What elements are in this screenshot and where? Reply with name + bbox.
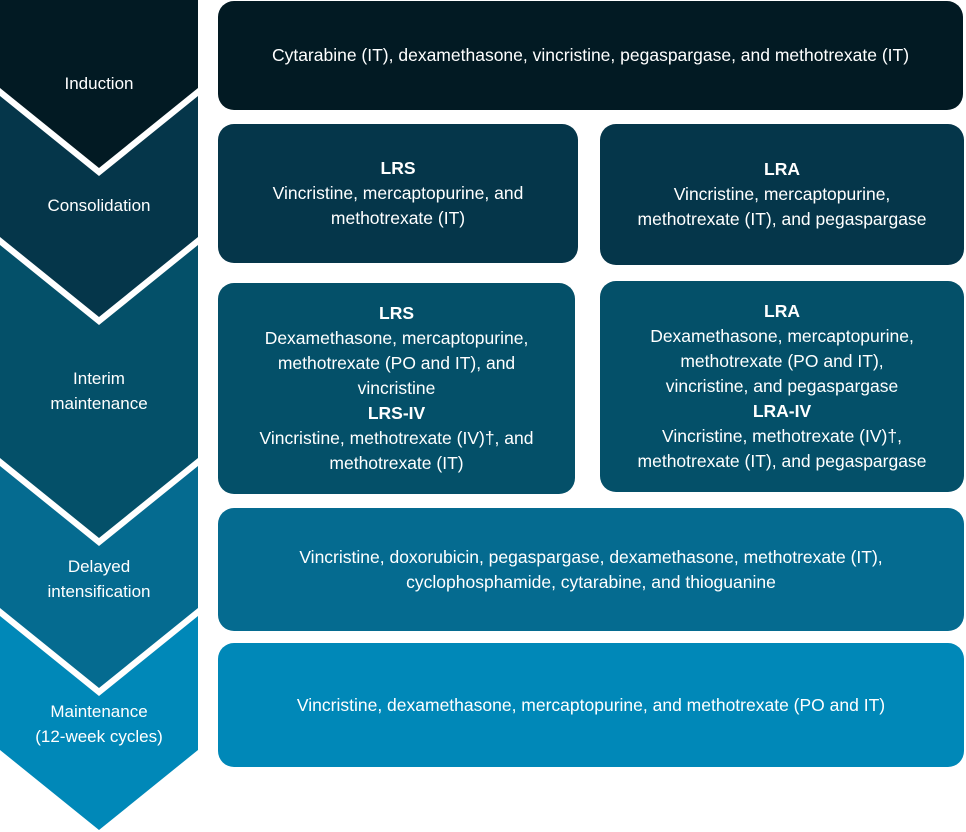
phase-label-maintenance: Maintenance (12-week cycles) (0, 699, 198, 749)
box-text: Dexamethasone, mercaptopurine, (650, 326, 914, 346)
box-text: Vincristine, methotrexate (IV)†, and (259, 428, 534, 448)
box-text: vincristine (357, 378, 436, 398)
chevron-maintenance (0, 616, 198, 830)
box-text: methotrexate (PO and IT), (680, 351, 884, 371)
box-text: Dexamethasone, mercaptopurine, (264, 328, 529, 348)
phase-label-consolidation: Consolidation (47, 196, 151, 215)
box-text: Cytarabine (IT), dexamethasone, vincrist… (271, 45, 910, 65)
phase-label-line: (12-week cycles) (35, 727, 163, 746)
box-title: LRA-IV (752, 401, 812, 421)
phase-label-line: maintenance (50, 394, 148, 413)
chevron-interim (0, 245, 198, 538)
box-title: LRS (380, 158, 416, 178)
phase-chevrons (0, 0, 198, 830)
interim-lra-box: LRA Dexamethasone, mercaptopurine, metho… (600, 281, 964, 492)
box-text: cyclophosphamide, cytarabine, and thiogu… (406, 571, 776, 592)
box-title: LRA (764, 301, 800, 321)
consolidation-lrs-box: LRS Vincristine, mercaptopurine, and met… (218, 124, 578, 263)
chevron-delayed (0, 466, 198, 688)
box-text: methotrexate (IT) (330, 208, 466, 228)
phase-label-delayed: Delayed intensification (0, 554, 198, 604)
box-text: Vincristine, doxorubicin, pegaspargase, … (299, 546, 883, 567)
box-text: Vincristine, mercaptopurine, (673, 184, 891, 204)
box-text: methotrexate (IT) (329, 453, 464, 473)
chevron-induction (0, 0, 198, 168)
box-title: LRS-IV (367, 403, 426, 423)
delayed-intensification-box: Vincristine, doxorubicin, pegaspargase, … (218, 508, 964, 631)
phase-label-line: intensification (47, 582, 151, 601)
phase-label-induction: Induction (64, 74, 134, 93)
box-text: Vincristine, methotrexate (IV)†, (662, 426, 902, 446)
box-text: methotrexate (IT), and pegaspargase (637, 209, 927, 229)
box-text: methotrexate (IT), and pegaspargase (637, 451, 927, 471)
box-title: LRS (379, 303, 414, 323)
box-text: Vincristine, mercaptopurine, and (272, 183, 524, 203)
interim-lrs-box: LRS Dexamethasone, mercaptopurine, metho… (218, 283, 575, 494)
box-text: methotrexate (PO and IT), and (277, 353, 516, 373)
phase-label-line: Maintenance (50, 702, 148, 721)
phase-label-line: Interim (73, 369, 125, 388)
maintenance-box: Vincristine, dexamethasone, mercaptopuri… (218, 643, 964, 767)
consolidation-lra-box: LRA Vincristine, mercaptopurine, methotr… (600, 124, 964, 265)
box-text: vincristine, and pegaspargase (665, 376, 899, 396)
induction-box: Cytarabine (IT), dexamethasone, vincrist… (218, 1, 963, 110)
phase-label-interim: Interim maintenance (0, 366, 198, 416)
box-text: Vincristine, dexamethasone, mercaptopuri… (296, 694, 886, 715)
chevron-consolidation (0, 96, 198, 317)
box-title: LRA (764, 159, 800, 179)
phase-label-line: Delayed (67, 557, 131, 576)
